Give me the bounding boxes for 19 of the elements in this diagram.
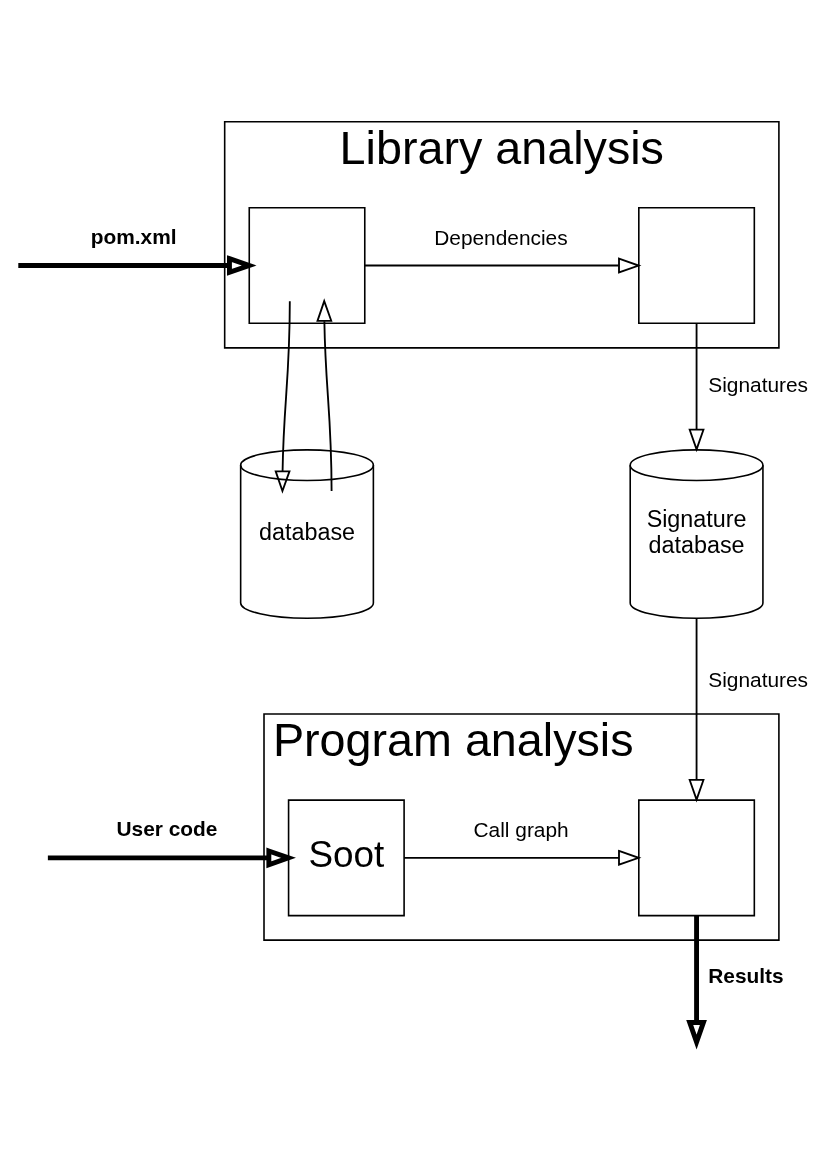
node-box: Soot [287,798,405,916]
arrow [18,254,257,276]
edge-label: Results [708,963,784,987]
arrow [688,322,705,452]
arrow [688,617,705,802]
arrow [47,847,296,868]
edge-label: Signatures [708,667,809,691]
edge-label: Call graph [473,817,569,841]
arrow [274,299,291,494]
arrow [686,915,707,1050]
node-box [638,206,756,324]
node-box [638,798,756,916]
edge-label: User code [116,816,218,840]
edge-label: pom.xml [90,224,177,248]
edge-label: Dependencies [434,225,568,249]
edge-label: Signatures [708,372,809,396]
arrow [403,849,642,866]
arrow [364,256,642,274]
arrow [316,297,333,492]
